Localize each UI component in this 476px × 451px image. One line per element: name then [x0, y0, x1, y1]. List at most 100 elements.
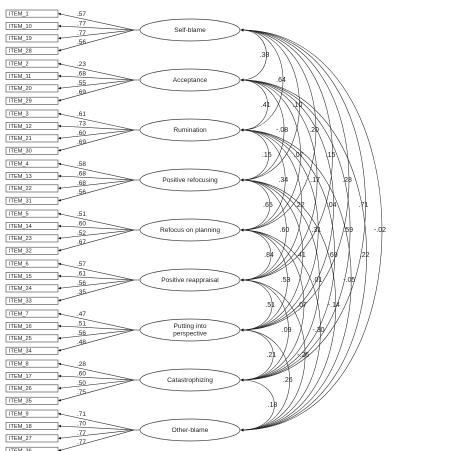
- item-label: ITEM_34: [9, 349, 32, 355]
- item-label: ITEM_25: [9, 336, 32, 342]
- loading-value: .56: [77, 189, 86, 196]
- factor-ellipse: [139, 168, 241, 192]
- loading-path: [58, 179, 135, 190]
- item-label: ITEM_6: [9, 261, 29, 267]
- loading-value: .70: [77, 420, 86, 427]
- loading-value: .60: [77, 220, 86, 227]
- loading-value: .60: [77, 370, 86, 377]
- loading-path: [58, 62, 135, 81]
- correlation-arc: [240, 328, 274, 382]
- loading-value: .77: [77, 20, 86, 27]
- loading-value: .23: [77, 61, 86, 68]
- loading-path: [58, 29, 135, 40]
- correlation-value: .07: [297, 302, 307, 309]
- loading-path: [58, 229, 135, 240]
- item-box: [5, 296, 59, 305]
- item-label: ITEM_2: [9, 61, 29, 67]
- item-label: ITEM_15: [9, 274, 32, 280]
- item-label: ITEM_3: [9, 111, 29, 117]
- loading-value: .77: [77, 430, 86, 437]
- loading-value: .61: [77, 270, 86, 277]
- loading-value: .69: [77, 139, 86, 146]
- correlation-arc: [240, 28, 267, 82]
- loading-path: [58, 112, 135, 131]
- factor-group: ITEM_1.57ITEM_10.77ITEM_19.77ITEM_28.56S…: [5, 9, 241, 55]
- correlation-arc: [240, 228, 321, 432]
- item-label: ITEM_30: [9, 149, 32, 155]
- factor-label: Acceptance: [173, 77, 208, 84]
- loading-path: [58, 429, 135, 451]
- correlation-value: .22: [360, 252, 370, 259]
- item-label: ITEM_23: [9, 236, 32, 242]
- factor-label: Positive refocusing: [162, 177, 218, 184]
- correlation-value: -.26: [297, 352, 309, 359]
- loading-value: .68: [77, 180, 86, 187]
- item-box: [5, 159, 59, 168]
- loading-value: .51: [77, 211, 86, 218]
- loading-path: [58, 279, 135, 302]
- loading-path: [58, 362, 135, 381]
- item-box: [5, 434, 59, 443]
- correlation-value: .53: [281, 277, 291, 284]
- item-box: [5, 259, 59, 268]
- correlation-value: .38: [260, 52, 270, 59]
- loading-path: [58, 312, 135, 331]
- loading-path: [58, 79, 135, 102]
- item-box: [5, 134, 59, 143]
- factor-ellipse: [139, 318, 241, 342]
- correlation-arc: [240, 78, 334, 332]
- correlation-arc: [240, 28, 383, 432]
- item-box: [5, 246, 59, 255]
- loading-path: [58, 74, 135, 81]
- loading-path: [58, 179, 135, 202]
- factor-label: perspective: [173, 331, 207, 338]
- correlation-value: .10: [293, 102, 303, 109]
- correlation-arc: [240, 278, 273, 332]
- correlation-value: -.14: [328, 302, 340, 309]
- loading-value: .50: [77, 380, 86, 387]
- loading-path: [58, 12, 135, 31]
- item-label: ITEM_17: [9, 374, 32, 380]
- item-box: [5, 396, 59, 405]
- correlation-arc: [240, 128, 270, 182]
- item-box: [5, 209, 59, 218]
- item-box: [5, 234, 59, 243]
- correlation-value: .22: [295, 202, 305, 209]
- item-label: ITEM_8: [9, 361, 29, 367]
- loading-path: [58, 379, 135, 402]
- loading-value: .69: [77, 89, 86, 96]
- item-box: [5, 96, 59, 105]
- item-box: [5, 334, 59, 343]
- loading-path: [58, 412, 135, 431]
- correlation-value: -.08: [276, 127, 288, 134]
- correlation-arc: [240, 328, 291, 432]
- correlation-arc: [240, 278, 289, 382]
- item-box: [5, 59, 59, 68]
- loading-value: .73: [77, 120, 86, 127]
- correlation-value: .17: [310, 177, 320, 184]
- item-box: [5, 46, 59, 55]
- item-label: ITEM_24: [9, 286, 32, 292]
- loading-path: [58, 212, 135, 231]
- loading-path: [58, 374, 135, 381]
- item-label: ITEM_29: [9, 99, 32, 105]
- item-label: ITEM_20: [9, 86, 32, 92]
- item-label: ITEM_7: [9, 311, 29, 317]
- item-label: ITEM_28: [9, 49, 32, 55]
- loading-value: .56: [77, 330, 86, 337]
- item-box: [5, 409, 59, 418]
- factor-ellipse: [139, 118, 241, 142]
- factor-correlations: .38.64.41.10-.08.15.20.07.34.65.15.17.22…: [240, 28, 386, 432]
- factor-label: Catastrophizing: [167, 377, 213, 384]
- correlation-value: .41: [261, 102, 271, 109]
- loading-path: [58, 329, 135, 340]
- factor-group: ITEM_8.28ITEM_17.60ITEM_26.50ITEM_35.75C…: [5, 359, 241, 405]
- item-label: ITEM_16: [9, 324, 32, 330]
- loading-value: .28: [77, 361, 86, 368]
- loading-value: .61: [77, 111, 86, 118]
- loading-path: [58, 29, 135, 52]
- loading-value: .68: [77, 170, 86, 177]
- correlation-arc: [240, 28, 333, 282]
- item-box: [5, 322, 59, 330]
- item-box: [5, 284, 59, 293]
